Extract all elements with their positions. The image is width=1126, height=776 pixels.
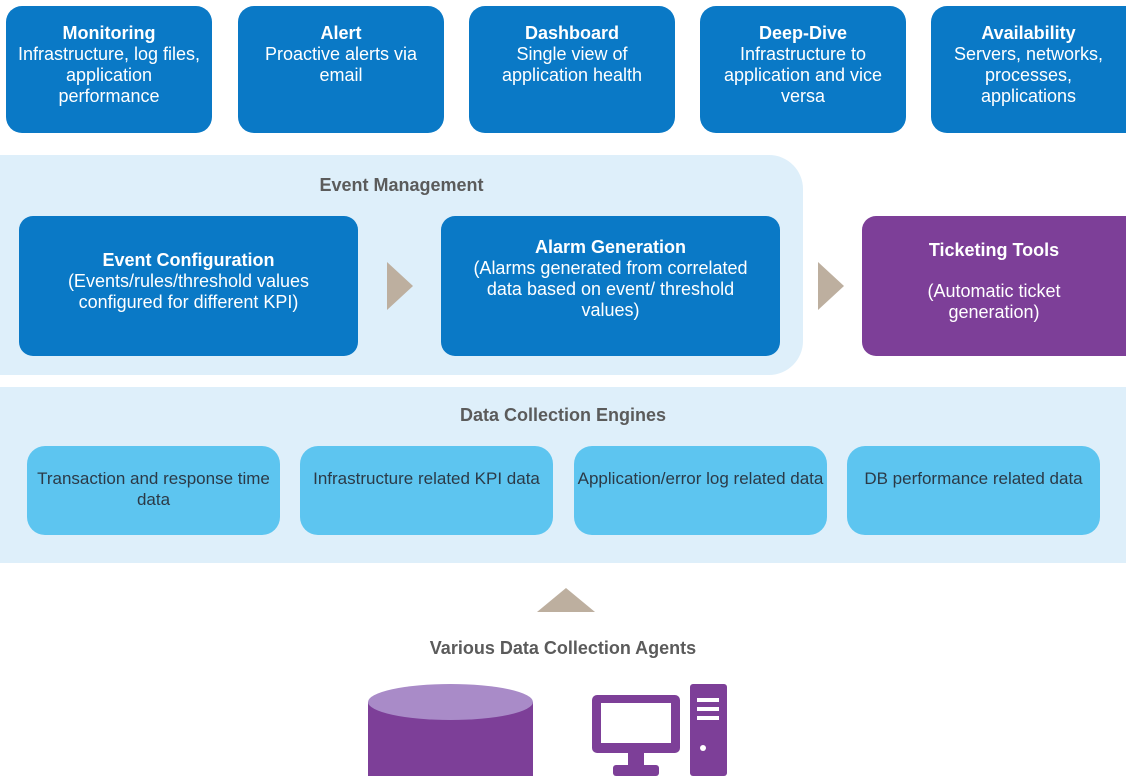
ticketing-tools-title: Ticketing Tools bbox=[928, 240, 1060, 260]
capability-title: Deep-Dive bbox=[758, 23, 848, 43]
capability-monitoring: Monitoring Infrastructure, log files, ap… bbox=[6, 6, 212, 133]
capability-desc: Infrastructure to application and vice v… bbox=[723, 44, 883, 106]
capability-alert: Alert Proactive alerts via email bbox=[238, 6, 444, 133]
data-engine-item: DB performance related data bbox=[847, 446, 1100, 535]
event-configuration-desc: (Events/rules/threshold values configure… bbox=[67, 271, 310, 312]
capability-title: Alert bbox=[320, 23, 362, 43]
alarm-generation-title: Alarm Generation bbox=[534, 237, 687, 257]
event-management-title: Event Management bbox=[319, 175, 484, 195]
computer-icon bbox=[592, 684, 727, 776]
alarm-generation-desc: (Alarms generated from correlated data b… bbox=[473, 258, 748, 320]
capability-deep-dive: Deep-Dive Infrastructure to application … bbox=[700, 6, 906, 133]
data-engine-item: Transaction and response time data bbox=[27, 446, 280, 535]
agents-title: Various Data Collection Agents bbox=[429, 638, 697, 658]
flow-arrow-right-icon bbox=[818, 262, 844, 310]
capability-title: Monitoring bbox=[62, 23, 156, 43]
capability-title: Dashboard bbox=[524, 23, 620, 43]
alarm-generation-box: Alarm Generation (Alarms generated from … bbox=[441, 216, 780, 356]
capability-title: Availability bbox=[981, 23, 1076, 43]
data-engine-item: Application/error log related data bbox=[574, 446, 827, 535]
capability-desc: Single view of application health bbox=[501, 44, 643, 85]
event-configuration-title: Event Configuration bbox=[102, 250, 275, 270]
data-engine-item: Infrastructure related KPI data bbox=[300, 446, 553, 535]
flow-arrow-up-icon bbox=[537, 588, 595, 612]
capability-desc: Servers, networks, processes, applicatio… bbox=[953, 44, 1104, 106]
event-configuration-box: Event Configuration (Events/rules/thresh… bbox=[19, 216, 358, 356]
capability-availability: Availability Servers, networks, processe… bbox=[931, 6, 1126, 133]
capability-desc: Infrastructure, log files, application p… bbox=[17, 44, 201, 106]
flow-arrow-right-icon bbox=[387, 262, 413, 310]
ticketing-tools-box: Ticketing Tools (Automatic ticket genera… bbox=[862, 216, 1126, 356]
ticketing-tools-desc: (Automatic ticket generation) bbox=[927, 281, 1061, 322]
database-icon bbox=[368, 684, 533, 776]
capability-desc: Proactive alerts via email bbox=[264, 44, 418, 85]
capability-dashboard: Dashboard Single view of application hea… bbox=[469, 6, 675, 133]
data-collection-title: Data Collection Engines bbox=[459, 405, 667, 425]
